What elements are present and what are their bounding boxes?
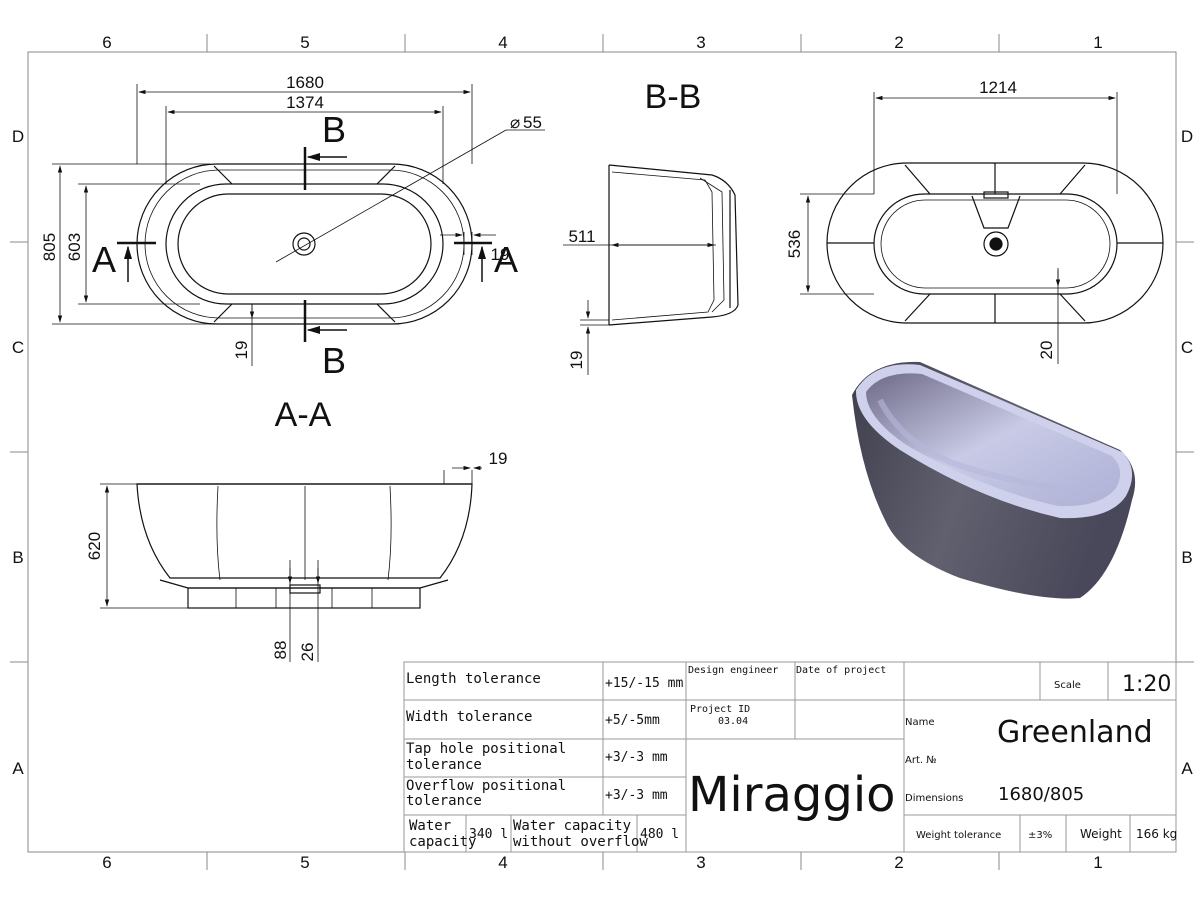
section-bb-view: B-B 511 19 (563, 78, 739, 375)
section-marker-b-bottom: B (322, 340, 346, 381)
weight-value: 166 kg (1136, 827, 1177, 841)
row-label: D (1181, 127, 1193, 146)
dim-rim-thickness: 19 (489, 449, 508, 468)
overflow-tolerance-label-1: Overflow positional (406, 778, 566, 794)
product-name: Greenland (997, 715, 1153, 750)
dim-drain-diameter: 55 (523, 113, 542, 132)
row-label: A (12, 759, 24, 778)
col-label: 3 (696, 853, 705, 872)
col-label: 6 (102, 33, 111, 52)
title-block: Length tolerance +15/-15 mm Width tolera… (403, 661, 1177, 853)
weight-tolerance-label: Weight tolerance (916, 830, 1001, 841)
dimensions-value: 1680/805 (998, 784, 1084, 805)
col-label: 5 (300, 33, 309, 52)
dimensions-label: Dimensions (905, 793, 963, 804)
scale-label: Scale (1054, 680, 1081, 691)
project-id-label: Project ID (690, 704, 750, 715)
dim-offset: 20 (1037, 341, 1056, 360)
project-id-value: 03.04 (718, 716, 748, 727)
col-label: 1 (1093, 33, 1102, 52)
col-label: 4 (498, 853, 507, 872)
scale-value: 1:20 (1122, 672, 1171, 697)
col-label: 2 (894, 853, 903, 872)
row-label: B (12, 548, 23, 567)
section-bb-title: B-B (645, 78, 702, 116)
design-engineer-label: Design engineer (688, 665, 778, 676)
section-marker-b-top: B (322, 109, 346, 150)
top-view: 1680 1374 ⌀ 55 805 603 19 19 A A B B (40, 73, 545, 381)
col-label: 6 (102, 853, 111, 872)
row-label: C (12, 338, 24, 357)
dim-height: 620 (85, 532, 104, 560)
overflow-tolerance-value: +3/-3 mm (605, 788, 668, 803)
dim-rim-thickness: 19 (491, 245, 510, 264)
dim-width: 805 (40, 233, 59, 261)
col-label: 2 (894, 33, 903, 52)
col-label: 1 (1093, 853, 1102, 872)
water-capacity-label-1: Water (409, 818, 451, 834)
article-number-label: Art. № (905, 755, 937, 766)
length-tolerance-label: Length tolerance (406, 671, 541, 687)
date-of-project-label: Date of project (796, 665, 886, 676)
drain-diameter-symbol: ⌀ (510, 113, 520, 132)
section-aa-title: A-A (275, 396, 332, 434)
dim-length: 1680 (286, 73, 324, 92)
row-label: A (1181, 759, 1193, 778)
tap-tolerance-label-1: Tap hole positional (406, 741, 566, 757)
dim-drain-height: 26 (298, 643, 317, 662)
col-label: 4 (498, 33, 507, 52)
dim-base-height: 88 (271, 641, 290, 660)
dim-rim-thickness-bottom: 19 (232, 341, 251, 360)
width-tolerance-label: Width tolerance (406, 709, 532, 725)
tap-tolerance-value: +3/-3 mm (605, 750, 668, 765)
length-tolerance-value: +15/-15 mm (605, 676, 683, 691)
inner-top-view: 1214 536 20 (785, 78, 1164, 364)
tap-tolerance-label-2: tolerance (406, 757, 482, 773)
frame-column-labels-top: 6 5 4 3 2 1 (102, 33, 1102, 52)
dim-inner-length: 1214 (979, 78, 1017, 97)
weight-label: Weight (1080, 827, 1122, 841)
water-capacity-label-2: capacity (409, 834, 476, 850)
section-marker-a-left: A (92, 239, 116, 280)
bathtub-3d-render (852, 361, 1136, 599)
dim-depth: 511 (568, 227, 595, 246)
weight-tolerance-value: ±3% (1028, 830, 1052, 841)
frame-row-labels-right: D C B A (1181, 127, 1193, 778)
brand-logo: Miraggio (688, 767, 896, 823)
col-label: 3 (696, 33, 705, 52)
water-capacity-no-overflow-value: 480 l (640, 827, 679, 842)
col-label: 5 (300, 853, 309, 872)
name-label: Name (905, 717, 935, 728)
section-marker-a-right: A (494, 239, 518, 280)
frame-column-labels-bottom: 6 5 4 3 2 1 (102, 853, 1102, 872)
water-capacity-value: 340 l (469, 827, 508, 842)
water-capacity-no-overflow-label-2: without overflow (513, 834, 648, 850)
row-label: B (1181, 548, 1192, 567)
frame-row-labels-left: D C B A (12, 127, 24, 778)
row-label: D (12, 127, 24, 146)
overflow-tolerance-label-2: tolerance (406, 793, 482, 809)
water-capacity-no-overflow-label-1: Water capacity (513, 818, 631, 834)
dim-inner-width: 536 (785, 230, 804, 258)
dim-bottom-thickness: 19 (567, 351, 586, 370)
dim-inner-width: 603 (65, 233, 84, 261)
width-tolerance-value: +5/-5mm (605, 713, 660, 728)
row-label: C (1181, 338, 1193, 357)
section-aa-view: A-A 19 620 88 (85, 396, 507, 662)
dim-inner-length: 1374 (286, 93, 324, 112)
